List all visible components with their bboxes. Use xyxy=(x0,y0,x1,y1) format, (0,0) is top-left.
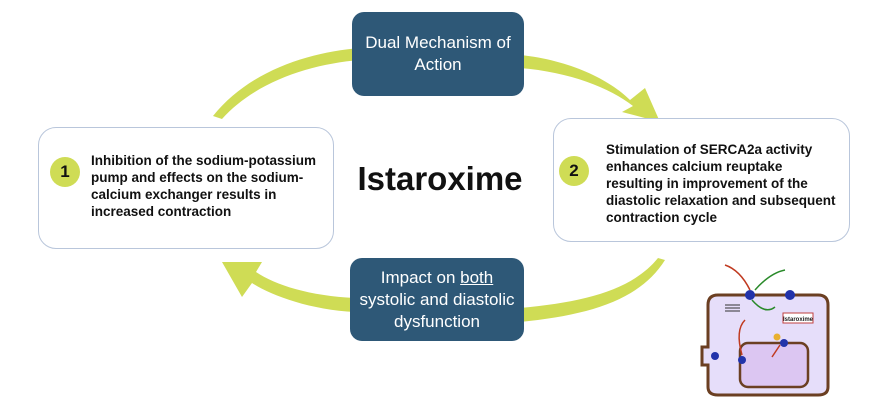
mechanism-card-2: 2 Stimulation of SERCA2a activity enhanc… xyxy=(553,118,850,242)
cardiomyocyte-inset: Istaroxime xyxy=(700,264,830,397)
top-arrow xyxy=(213,48,360,119)
step-number-1: 1 xyxy=(50,157,80,187)
bottom-arrow-head xyxy=(222,262,355,312)
top-box-line2: Action xyxy=(414,55,462,74)
top-box-line1: Dual Mechanism of xyxy=(365,33,511,52)
bottom-arrow xyxy=(520,258,665,322)
top-arrow-head xyxy=(520,55,660,122)
impact-underlined: both xyxy=(460,267,494,287)
dual-mechanism-box: Dual Mechanism of Action xyxy=(352,12,524,96)
impact-rest: systolic and diastolic dysfunction xyxy=(359,289,515,331)
center-title: Istaroxime xyxy=(357,160,523,197)
inset-label: Istaroxime xyxy=(783,317,814,323)
step-number-2: 2 xyxy=(559,156,589,186)
mechanism-card-1: 1 Inhibition of the sodium-potassium pum… xyxy=(38,127,334,249)
impact-pre: Impact on xyxy=(380,267,461,287)
card-1-text: Inhibition of the sodium-potassium pump … xyxy=(91,153,316,219)
card-2-text: Stimulation of SERCA2a activity enhances… xyxy=(606,142,836,225)
